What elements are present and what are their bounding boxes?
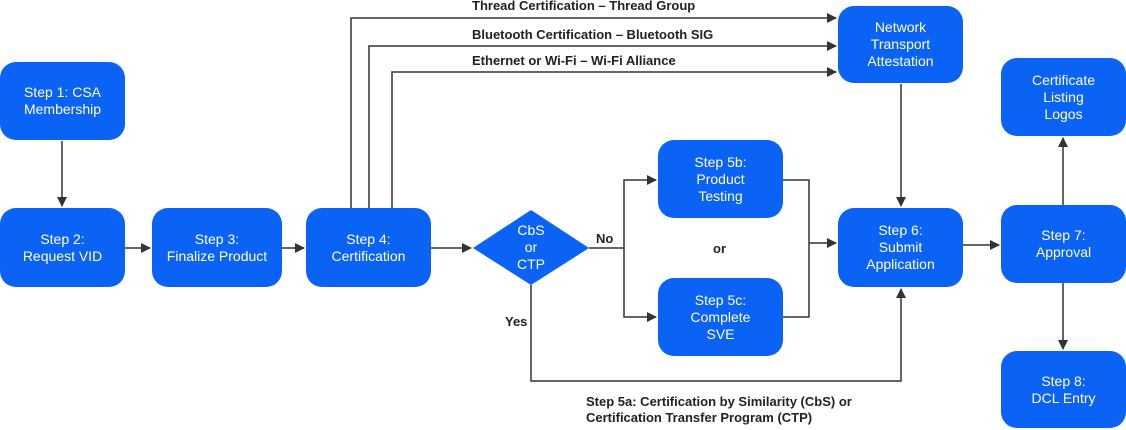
step6-label: Step 6: Submit Application	[866, 222, 935, 272]
network-transport-attestation: Network Transport Attestation	[838, 6, 963, 83]
wifi-label: Ethernet or Wi-Fi – Wi-Fi Alliance	[472, 53, 676, 68]
line-5b-merge	[783, 179, 810, 318]
step2-request-vid: Step 2: Request VID	[0, 208, 125, 287]
step4-certification: Step 4: Certification	[306, 208, 431, 287]
yes-label: Yes	[505, 314, 528, 329]
step5c-complete-sve: Step 5c: Complete SVE	[658, 278, 783, 356]
certificate-listing-logos: Certificate Listing Logos	[1001, 58, 1126, 136]
step6-submit-application: Step 6: Submit Application	[838, 208, 963, 287]
step5b-product-testing: Step 5b: Product Testing	[658, 140, 783, 218]
no-label: No	[596, 231, 614, 246]
arrow-no-5b	[589, 175, 657, 249]
arrow-bluetooth	[368, 41, 837, 208]
arrow-wifi	[391, 67, 837, 208]
bluetooth-label: Bluetooth Certification – Bluetooth SIG	[472, 27, 714, 42]
thread-label: Thread Certification – Thread Group	[472, 0, 696, 13]
decision-diamond	[473, 210, 589, 285]
step2-label: Step 2: Request VID	[22, 230, 103, 264]
step4-label: Step 4: Certification	[331, 230, 406, 264]
step1-label: Step 1: CSA Membership	[23, 84, 102, 117]
step5b-label: Step 5b: Product Testing	[694, 153, 747, 204]
logos-label: Certificate Listing Logos	[1031, 71, 1096, 122]
or-label: or	[713, 241, 726, 256]
step3-label: Step 3: Finalize Product	[166, 230, 268, 264]
arrow-thread	[350, 13, 837, 208]
nta-label: Network Transport Attestation	[867, 19, 934, 69]
step7-label: Step 7: Approval	[1035, 227, 1092, 260]
step5a-label-line2: Certification Transfer Program (CTP)	[586, 410, 813, 425]
step1-csa-membership: Step 1: CSA Membership	[0, 62, 125, 140]
arrow-yes-step6	[530, 285, 906, 382]
step5a-label-line1: Step 5a: Certification by Similarity (Cb…	[586, 394, 852, 409]
step8-label: Step 8: DCL Entry	[1031, 372, 1096, 406]
arrow-no-5c	[623, 248, 657, 322]
step8-dcl-entry: Step 8: DCL Entry	[1001, 351, 1126, 428]
step3-finalize-product: Step 3: Finalize Product	[152, 208, 282, 287]
decision-label: CbS or CTP	[517, 222, 545, 272]
step5c-label: Step 5c: Complete SVE	[690, 291, 751, 342]
step7-approval: Step 7: Approval	[1001, 205, 1126, 283]
